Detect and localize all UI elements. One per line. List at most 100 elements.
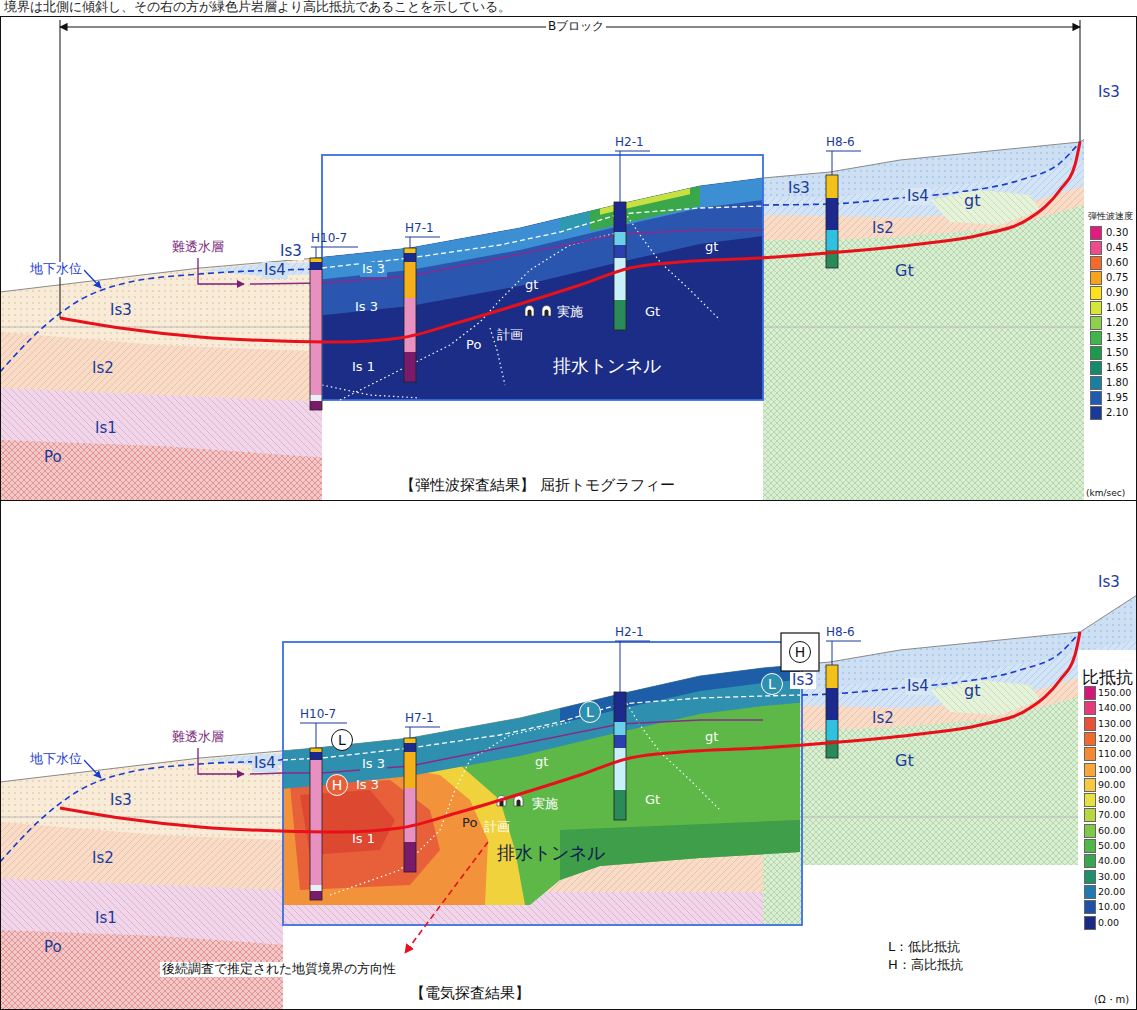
layer-label: Is 3 (360, 262, 387, 277)
legend-swatch (1090, 271, 1102, 285)
layer-label: Is 3 (356, 778, 379, 793)
tunnel-label: 計画 (497, 328, 523, 343)
aquitard-leader (198, 748, 244, 774)
borehole-segment (614, 722, 626, 735)
layer-label: Gt (645, 305, 660, 320)
layer-label: Gt (895, 262, 914, 280)
legend-value: 1.80 (1106, 376, 1128, 390)
legend-value: 80.00 (1098, 793, 1125, 807)
key-text: H：高比抵抗 (888, 958, 963, 973)
legend-swatch (1084, 793, 1096, 807)
groundwater-line (802, 632, 1080, 695)
layer-label: Is4 (905, 678, 931, 695)
borehole-leader (311, 247, 358, 248)
tunnel-icon (542, 306, 551, 316)
legend-value: 30.00 (1098, 870, 1125, 884)
legend-value: 140.00 (1098, 701, 1131, 715)
legend-swatch (1084, 717, 1096, 731)
borehole-leader (410, 727, 411, 738)
aquitard-label: 難透水層 (172, 730, 224, 745)
groundwater-leader (84, 760, 101, 778)
layer-gt-lens (930, 680, 1040, 715)
tunnel-icon (525, 306, 534, 316)
layer-label: Is4 (262, 262, 288, 279)
borehole-label: H8-6 (826, 626, 855, 640)
layer-label: Is2 (872, 220, 894, 237)
geologic-boundary (330, 722, 570, 895)
section-panel (0, 96, 1137, 500)
borehole-segment (310, 891, 322, 900)
layer-label: Is1 (95, 420, 117, 437)
borehole-segment (826, 720, 838, 740)
legend-swatch (1084, 900, 1096, 914)
borehole-segment (404, 738, 416, 743)
borehole-column (310, 748, 322, 900)
borehole-column (614, 692, 626, 820)
borehole-label: H2-1 (615, 626, 644, 640)
borehole-label: H8-6 (826, 136, 855, 150)
borehole-label: H7-1 (405, 712, 434, 726)
tunnel-icon (514, 796, 523, 807)
borehole-label: H10-7 (311, 232, 347, 246)
legend-value: 2.10 (1106, 406, 1128, 420)
legend-swatch (1084, 808, 1096, 822)
legend-title: 比抵抗 (1082, 668, 1133, 688)
layer-label: gt (535, 755, 548, 770)
resistivity-marker: H (789, 641, 811, 663)
legend-swatch (1090, 316, 1102, 330)
layer-is3 (0, 105, 1137, 500)
legend-value: 90.00 (1098, 778, 1125, 792)
legend-swatch (1090, 256, 1102, 270)
groundwater-label: 地下水位 (28, 262, 84, 277)
legend-value: 1.95 (1106, 391, 1128, 405)
tunnel-label: 実施 (557, 305, 583, 320)
legend-swatch (1084, 747, 1096, 761)
borehole-segment (614, 748, 626, 790)
legend-value: 70.00 (1098, 808, 1125, 822)
marker-letter: L (338, 733, 346, 747)
slip-surface (60, 632, 1080, 832)
borehole-leader (620, 151, 621, 202)
legend-value: 0.45 (1106, 241, 1128, 255)
layer-label: Is3 (1098, 574, 1120, 591)
resistivity-marker: L (579, 701, 601, 723)
legend-swatch (1090, 301, 1102, 315)
legend-value: 1.50 (1106, 346, 1128, 360)
marker-letter: H (332, 778, 343, 792)
layer-is2-right (763, 170, 1137, 500)
borehole-segment (404, 248, 416, 253)
resistivity-marker: L (331, 729, 353, 751)
panel-frame (1, 17, 1137, 501)
aquitard-line (322, 230, 763, 283)
borehole-segment (310, 748, 322, 752)
legend-value: 10.00 (1098, 900, 1125, 914)
borehole-segment (826, 230, 838, 250)
blank-area (322, 400, 763, 500)
panel-title: 【弾性波探査結果】 屈折トモグラフィー (400, 477, 675, 494)
blank-area (802, 865, 1082, 1010)
borehole-segment (614, 232, 626, 245)
layer-label: Is 1 (352, 832, 375, 847)
layer-is3-right (763, 105, 1137, 500)
borehole-leader (832, 151, 833, 175)
legend-swatch (1090, 391, 1102, 405)
legend-value: 40.00 (1098, 854, 1125, 868)
unit-label: (km/sec) (1086, 488, 1125, 498)
layer-is1 (0, 388, 780, 500)
borehole-segment (404, 253, 416, 262)
legend-swatch (1090, 331, 1102, 345)
borehole-segment (310, 395, 322, 401)
aquitard-label: 難透水層 (172, 240, 224, 255)
borehole-leader (826, 151, 861, 152)
tunnel-opening (517, 800, 521, 807)
legend-swatch (1084, 916, 1096, 930)
borehole-segment (310, 752, 322, 760)
unit-label: (Ω・m) (1094, 994, 1129, 1006)
layer-label: Is 3 (355, 300, 378, 315)
borehole-leader (826, 641, 861, 642)
legend-value: 1.35 (1106, 331, 1128, 345)
layer-label: Is2 (872, 710, 894, 727)
legend-value: 1.05 (1106, 301, 1128, 315)
groundwater-line-inner (322, 206, 763, 268)
layer-gt (763, 190, 1137, 500)
